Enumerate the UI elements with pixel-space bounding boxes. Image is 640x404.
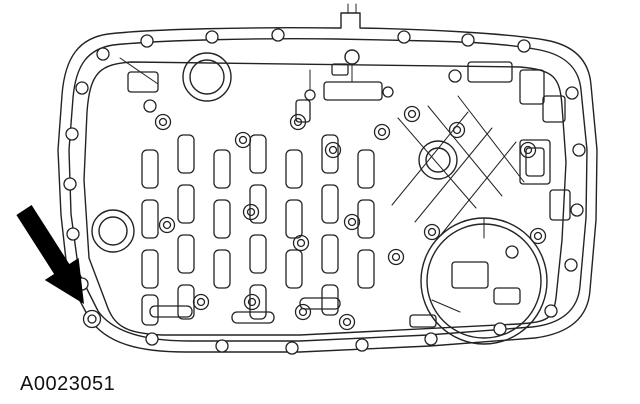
left-accumulator-ring	[91, 209, 135, 253]
flange-bolt-holes	[63, 28, 586, 355]
valve-channel-slots	[141, 134, 375, 326]
interior-bolt-bosses	[154, 105, 547, 331]
rib-hatch-lines	[391, 95, 525, 237]
pointer-arrow	[16, 205, 84, 304]
body-outline	[83, 61, 567, 336]
upper-left-fittings	[119, 57, 437, 328]
outer-gasket-outline	[57, 3, 598, 353]
bolt-boss	[154, 105, 547, 331]
center-right-bore-ring	[418, 140, 458, 180]
upper-right-fittings	[448, 61, 571, 221]
figure-id-label: A0023051	[20, 373, 116, 395]
indicated-bolt[interactable]	[82, 309, 102, 329]
top-solenoid-assembly	[295, 49, 394, 123]
large-servo-circle	[420, 217, 548, 345]
upper-left-bore-ring	[182, 52, 232, 102]
